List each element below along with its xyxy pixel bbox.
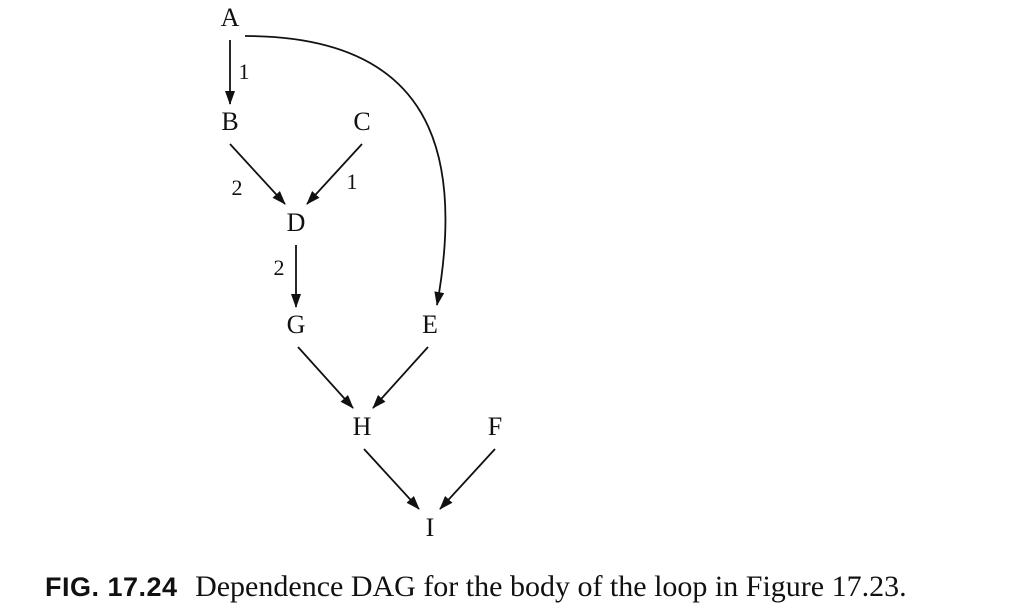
edge-g-h (297, 346, 354, 409)
figure-caption-text: Dependence DAG for the body of the loop … (195, 570, 907, 603)
node-f: F (488, 412, 502, 441)
edge-weight-d-g: 2 (274, 255, 285, 280)
edge-weight-c-d: 1 (347, 169, 358, 194)
edge-e-h (372, 346, 429, 409)
figure-caption: FIG. 17.24 Dependence DAG for the body o… (45, 570, 1005, 604)
edge-a-e (244, 35, 447, 306)
edge-weight-a-b: 1 (239, 59, 250, 84)
nodes: A B C D E F G H I (221, 3, 503, 542)
edges: 1 2 1 2 (225, 35, 496, 510)
node-b: B (221, 107, 238, 136)
edge-f-i (439, 448, 496, 510)
node-i: I (426, 513, 435, 542)
edge-c-d (306, 143, 363, 205)
edge-weight-b-d: 2 (232, 175, 243, 200)
edge-b-d (229, 143, 286, 205)
node-c: C (353, 107, 370, 136)
dependence-dag: 1 2 1 2 A B C D E F G H I (221, 3, 503, 542)
node-h: H (353, 412, 372, 441)
node-e: E (422, 310, 438, 339)
edge-h-i (363, 448, 420, 510)
figure-label: FIG. 17.24 (45, 572, 178, 602)
node-g: G (287, 310, 306, 339)
node-a: A (221, 3, 240, 32)
node-d: D (287, 208, 306, 237)
